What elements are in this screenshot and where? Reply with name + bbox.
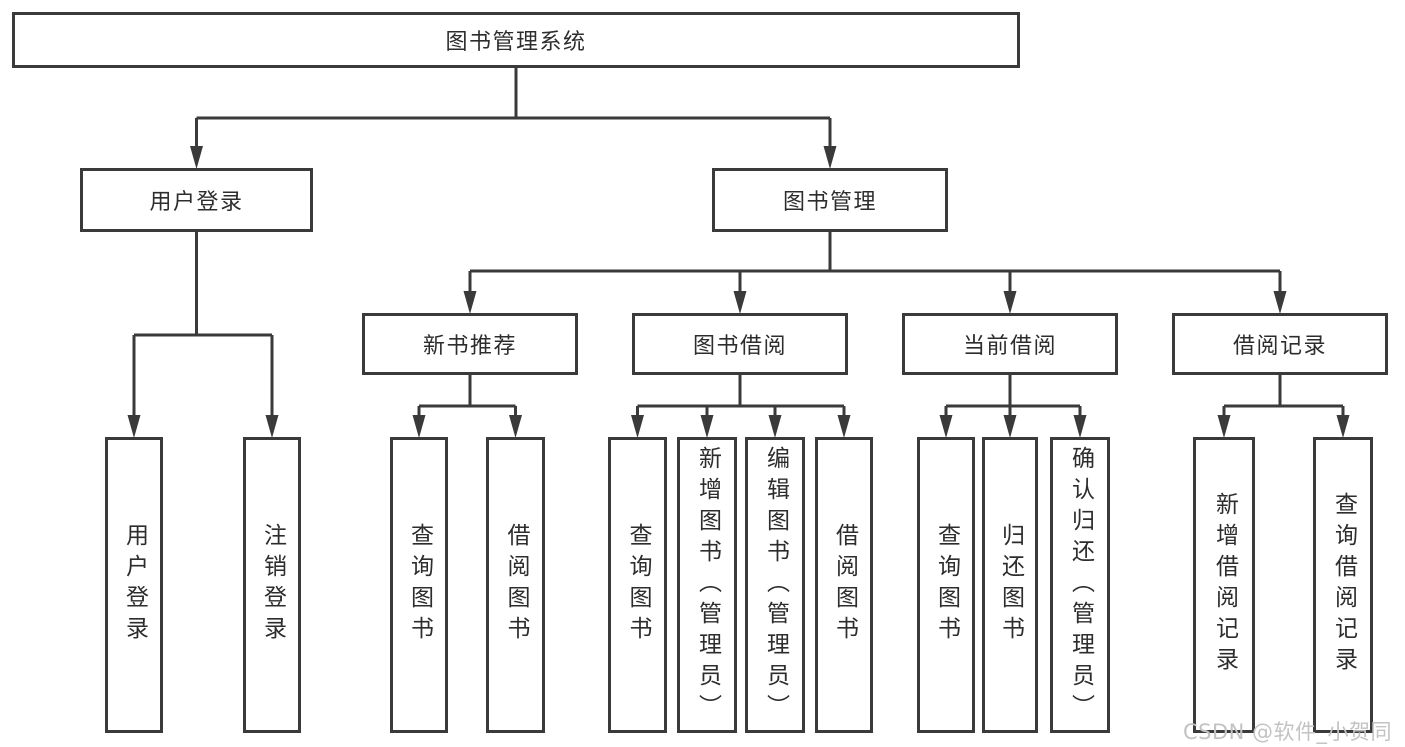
node-root: 图书管理系统 — [12, 12, 1020, 68]
node-borrow-records: 借阅记录 — [1172, 313, 1388, 375]
node-new-book-rec: 新书推荐 — [362, 313, 578, 375]
node-user-login: 用户登录 — [80, 168, 313, 232]
node-nbr-borrow: 借阅图书 — [486, 437, 545, 733]
node-br-add: 新增借阅记录 — [1193, 437, 1255, 733]
node-br-query: 查询借阅记录 — [1313, 437, 1373, 733]
node-book-borrow: 图书借阅 — [632, 313, 848, 375]
node-cb-query: 查询图书 — [917, 437, 975, 733]
node-book-mgmt: 图书管理 — [712, 168, 948, 232]
node-cb-return: 归还图书 — [982, 437, 1038, 733]
watermark: CSDN @软件_小贺同学 — [1183, 720, 1393, 744]
node-logout: 注销登录 — [243, 437, 301, 733]
node-login: 用户登录 — [105, 437, 163, 733]
node-bb-query: 查询图书 — [608, 437, 667, 733]
node-bb-edit: 编辑图书（管理员） — [745, 437, 805, 733]
node-current-borrow: 当前借阅 — [902, 313, 1118, 375]
node-bb-add: 新增图书（管理员） — [677, 437, 737, 733]
node-nbr-query: 查询图书 — [390, 437, 448, 733]
node-bb-borrow: 借阅图书 — [815, 437, 873, 733]
node-cb-confirm: 确认归还（管理员） — [1050, 437, 1110, 733]
